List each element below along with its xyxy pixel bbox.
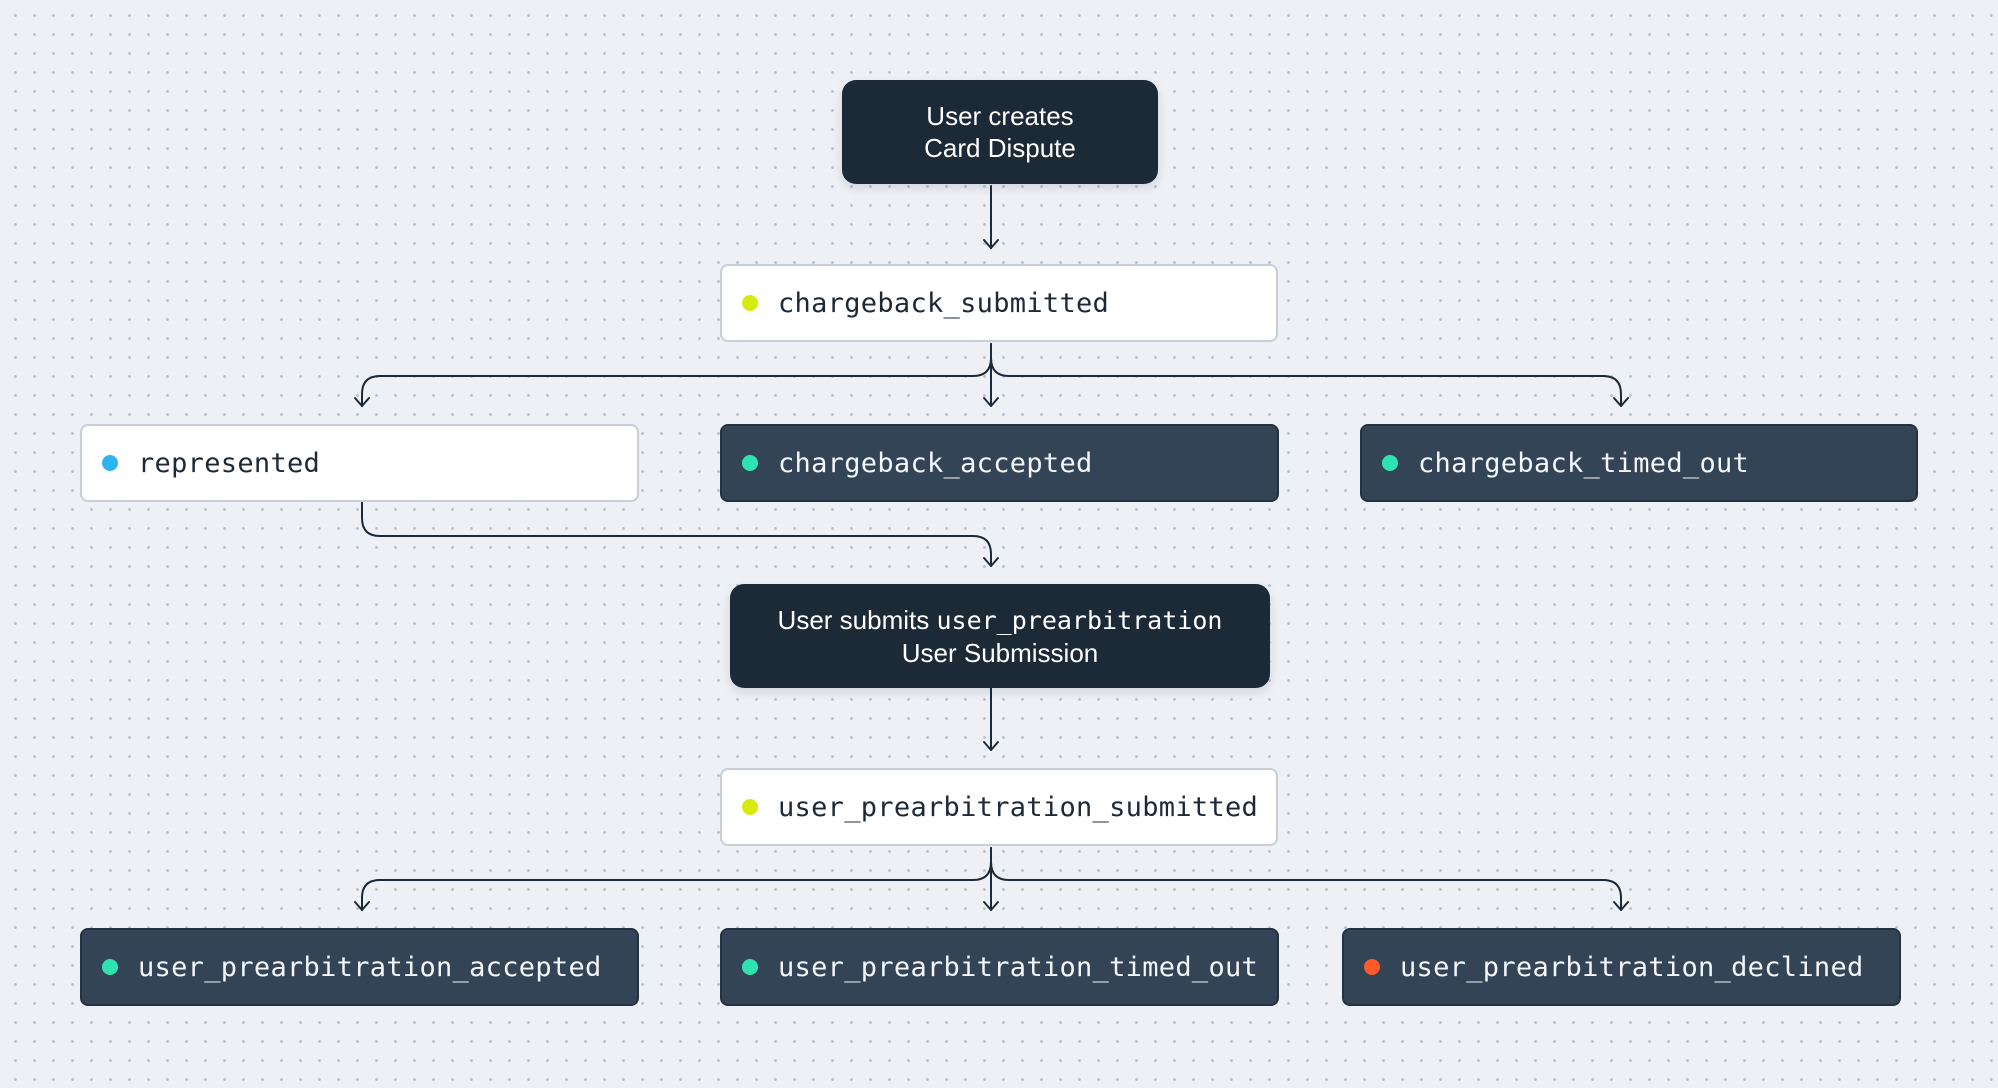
- arrowhead: [983, 239, 999, 249]
- submit-prearbitration-prefix: User submits: [777, 604, 937, 635]
- state-label: represented: [138, 447, 321, 479]
- edge-represented-to-prearb: [361, 501, 992, 567]
- arrowhead: [354, 901, 370, 911]
- state-label: user_prearbitration_declined: [1400, 951, 1864, 983]
- state-label: user_prearbitration_submitted: [778, 791, 1259, 823]
- submit-prearbitration-node: User submits user_prearbitration User Su…: [730, 584, 1270, 688]
- status-dot-success: [742, 455, 758, 471]
- edge-submitted-to-timed-out: [990, 343, 1622, 407]
- create-dispute-line2: Card Dispute: [924, 133, 1076, 163]
- arrowhead: [983, 557, 999, 567]
- status-dot-success: [742, 959, 758, 975]
- state-label: chargeback_accepted: [778, 447, 1093, 479]
- submit-prearbitration-line1: User submits user_prearbitration: [778, 604, 1223, 637]
- arrowhead: [983, 901, 999, 911]
- create-dispute-node: User creates Card Dispute: [842, 80, 1158, 184]
- state-user-prearbitration-declined: user_prearbitration_declined: [1342, 928, 1901, 1006]
- state-label: chargeback_submitted: [778, 287, 1110, 319]
- create-dispute-line1: User creates: [926, 101, 1074, 131]
- status-dot-pending: [742, 295, 758, 311]
- state-label: user_prearbitration_timed_out: [778, 951, 1259, 983]
- edge-prearb-submitted-to-accepted: [361, 847, 992, 911]
- state-chargeback-submitted: chargeback_submitted: [720, 264, 1278, 342]
- status-dot-success: [102, 959, 118, 975]
- status-dot-declined: [1364, 959, 1380, 975]
- state-represented: represented: [80, 424, 639, 502]
- arrowhead: [1613, 901, 1629, 911]
- edge-prearb-submitted-to-declined: [990, 847, 1622, 911]
- state-user-prearbitration-timed-out: user_prearbitration_timed_out: [720, 928, 1279, 1006]
- submit-prearbitration-line2: User Submission: [901, 637, 1099, 668]
- submit-prearbitration-code: user_prearbitration: [936, 605, 1223, 635]
- edge-submitted-to-represented: [361, 343, 992, 407]
- status-dot-pending: [742, 799, 758, 815]
- state-label: user_prearbitration_accepted: [138, 951, 602, 983]
- arrowhead: [354, 397, 370, 407]
- state-chargeback-accepted: chargeback_accepted: [720, 424, 1279, 502]
- arrowhead: [983, 397, 999, 407]
- arrowhead: [1613, 397, 1629, 407]
- state-chargeback-timed-out: chargeback_timed_out: [1360, 424, 1918, 502]
- arrowhead: [983, 741, 999, 751]
- status-dot-success: [1382, 455, 1398, 471]
- state-user-prearbitration-accepted: user_prearbitration_accepted: [80, 928, 639, 1006]
- state-label: chargeback_timed_out: [1418, 447, 1750, 479]
- state-user-prearbitration-submitted: user_prearbitration_submitted: [720, 768, 1278, 846]
- status-dot-represented: [102, 455, 118, 471]
